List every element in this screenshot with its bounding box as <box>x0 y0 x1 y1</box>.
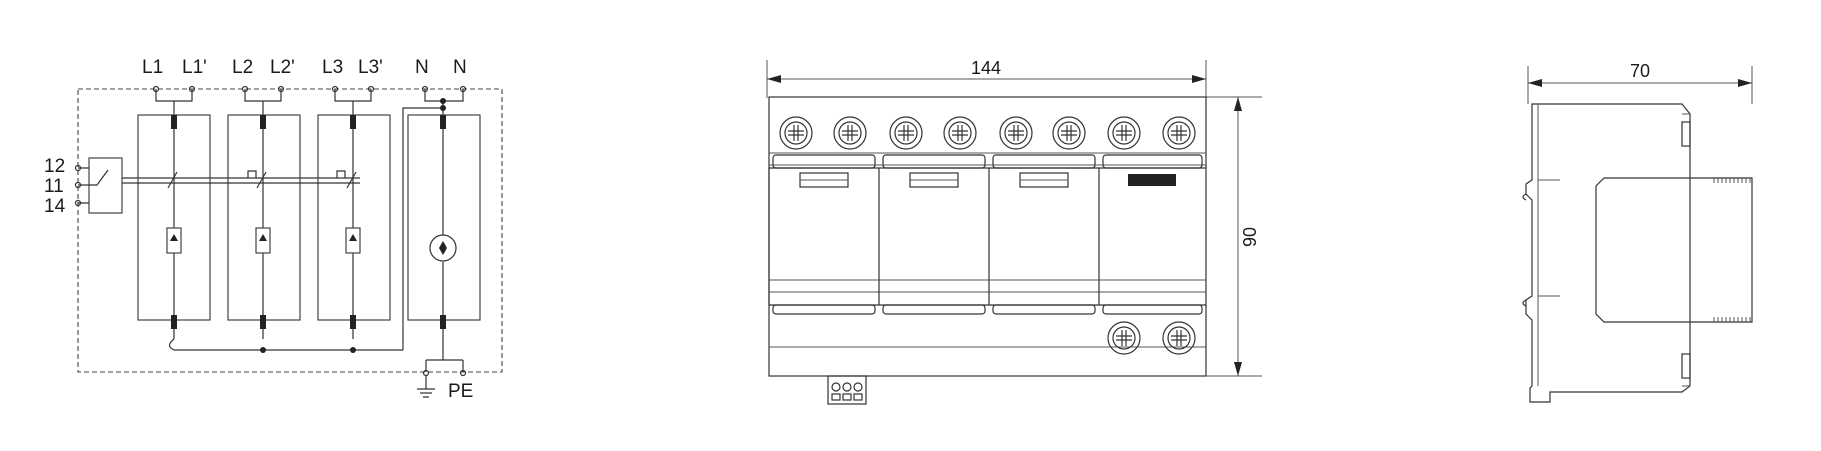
contact-label-11: 11 <box>44 176 64 197</box>
status-indicator-windows <box>799 172 1176 188</box>
contact-label-12: 12 <box>44 156 65 177</box>
earth-label: PE <box>448 381 473 402</box>
earth-ground-icon <box>417 376 435 398</box>
top-terminal-screws <box>779 116 1196 150</box>
terminal-label-l2-prime: L2' <box>270 57 295 78</box>
width-dimension: 144 <box>766 58 1207 98</box>
trip-linkage <box>120 177 360 184</box>
plugin-module-outline <box>1595 177 1753 323</box>
bottom-bus <box>168 98 446 353</box>
side-profile-outline <box>1525 103 1691 403</box>
height-dimension: 90 <box>1206 96 1262 377</box>
remote-terminal-block <box>827 375 867 405</box>
module-l2 <box>227 85 301 329</box>
phase-modules <box>137 85 481 329</box>
terminal-label-n2: N <box>453 57 467 78</box>
height-dimension-value: 90 <box>1240 227 1260 247</box>
pe-output: PE <box>417 329 473 402</box>
front-modules <box>768 154 1203 315</box>
terminal-label-l1: L1 <box>142 57 163 78</box>
module-l1 <box>137 85 211 329</box>
width-dimension-value: 144 <box>971 58 1001 78</box>
depth-dimension-value: 70 <box>1630 61 1650 81</box>
bottom-terminal-screws <box>1107 321 1196 355</box>
contact-label-14: 14 <box>44 196 66 217</box>
wiring-schematic: L1 L1' L2 L2' L3 L3' N N <box>44 57 503 402</box>
front-view: 144 90 <box>766 58 1262 405</box>
module-n <box>407 85 481 329</box>
remote-contact: 12 11 14 <box>44 156 123 217</box>
depth-dimension: 70 <box>1527 61 1753 104</box>
terminal-label-n1: N <box>415 57 429 78</box>
terminal-label-l3-prime: L3' <box>358 57 383 78</box>
enclosure-outline <box>77 88 503 373</box>
terminal-label-l2: L2 <box>232 57 253 78</box>
terminal-label-l1-prime: L1' <box>182 57 207 78</box>
terminal-label-l3: L3 <box>322 57 343 78</box>
side-view: 70 <box>1522 61 1753 403</box>
module-l3 <box>317 85 391 329</box>
